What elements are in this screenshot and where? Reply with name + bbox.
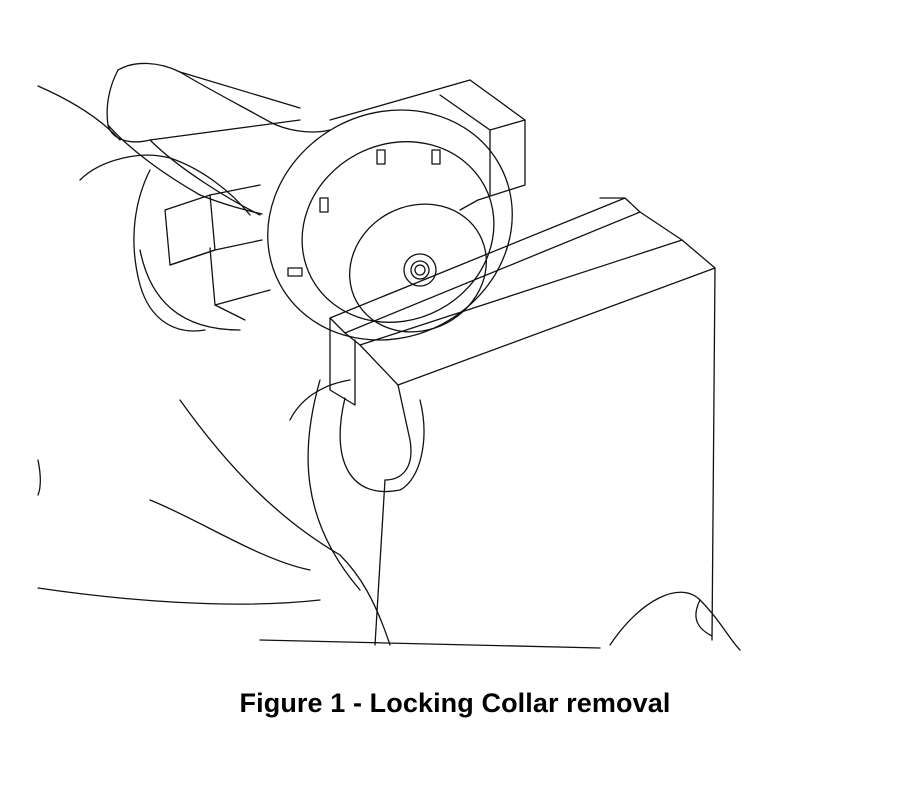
- figure-illustration: [37, 62, 741, 651]
- vise-block: [164, 79, 526, 321]
- wrench-handle: [106, 62, 331, 216]
- hand-outline: [37, 85, 741, 651]
- locking-collar: [267, 109, 513, 341]
- figure-caption: Figure 1 - Locking Collar removal: [239, 688, 671, 718]
- vise-jaw: [329, 197, 716, 646]
